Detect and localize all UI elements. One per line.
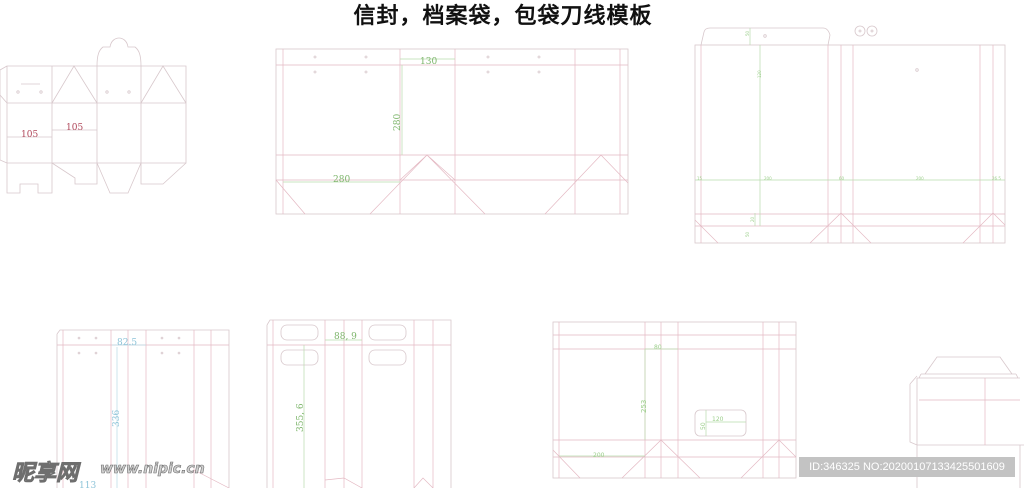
dimension-label: 200 xyxy=(593,452,605,459)
dimension-label: 82.5 xyxy=(117,338,137,348)
dimension-label: 200 xyxy=(916,176,924,181)
dimension-label: 253 xyxy=(640,400,648,413)
handle-hole xyxy=(280,324,319,341)
id-banner: ID:346325 NO:20200107133425501609 xyxy=(799,457,1015,477)
dimension-label: 20 xyxy=(750,216,755,222)
box-columns xyxy=(7,66,186,163)
box-template: 105 105 xyxy=(0,37,187,194)
tall-bag-template: 82.5 336 113 xyxy=(56,329,230,488)
handle-hole xyxy=(368,324,407,341)
window-cutout xyxy=(694,409,747,437)
dimension-label: 50 xyxy=(745,30,750,36)
bag-outline xyxy=(275,48,629,215)
watermark-url: www.nipic.cn xyxy=(100,461,205,478)
button-closure xyxy=(854,25,866,37)
page-title: 信封，档案袋，包袋刀线模板 xyxy=(353,4,653,29)
dimension-label: 50 xyxy=(745,231,750,237)
dimension-label: 280 xyxy=(393,114,403,131)
gusset-folds xyxy=(275,154,629,215)
dimension-label: 280 xyxy=(333,175,350,185)
box-bottom-flaps xyxy=(6,162,187,194)
dimension-label: 26.5 xyxy=(992,176,1001,181)
dimension-label: 200 xyxy=(764,176,772,181)
hole xyxy=(105,90,109,94)
dimension-label: 120 xyxy=(757,70,762,78)
wide-bag-template: 130 280 280 xyxy=(275,48,629,215)
dimension-label: 50 xyxy=(700,422,707,430)
dimension-label: 355, 6 xyxy=(296,403,306,432)
handle-hole xyxy=(368,349,407,366)
dimension-label: 105 xyxy=(66,123,83,133)
dimension-label: 15 xyxy=(697,176,703,181)
box-handle-flap xyxy=(96,37,142,67)
bag-outline xyxy=(552,321,797,479)
hole xyxy=(127,90,131,94)
hole xyxy=(39,90,43,94)
watermark-logo: 昵享网 xyxy=(12,461,79,487)
dimension-label: 113 xyxy=(79,481,96,488)
handle-hole xyxy=(280,349,319,366)
envelope-template: 50 120 15 200 60 200 26.5 20 50 xyxy=(694,25,1006,244)
small-box-template xyxy=(909,356,1024,488)
handle-bag-template: 88, 9 355, 6 xyxy=(266,319,452,488)
window-bag-template: 80 253 120 50 200 xyxy=(552,321,797,479)
dimension-label: 105 xyxy=(21,130,38,140)
dimension-label: 336 xyxy=(112,410,122,427)
box-outline xyxy=(0,65,187,164)
dimension-label: 80 xyxy=(654,344,662,351)
dimension-label: 88, 9 xyxy=(334,332,357,342)
button-closure xyxy=(866,25,878,37)
dimension-label: 130 xyxy=(420,57,437,67)
dimension-label: 120 xyxy=(712,416,724,423)
dimension-label: 60 xyxy=(839,176,845,181)
hole xyxy=(16,90,20,94)
envelope-outline xyxy=(694,44,1006,244)
box-top-triangles xyxy=(0,65,187,104)
